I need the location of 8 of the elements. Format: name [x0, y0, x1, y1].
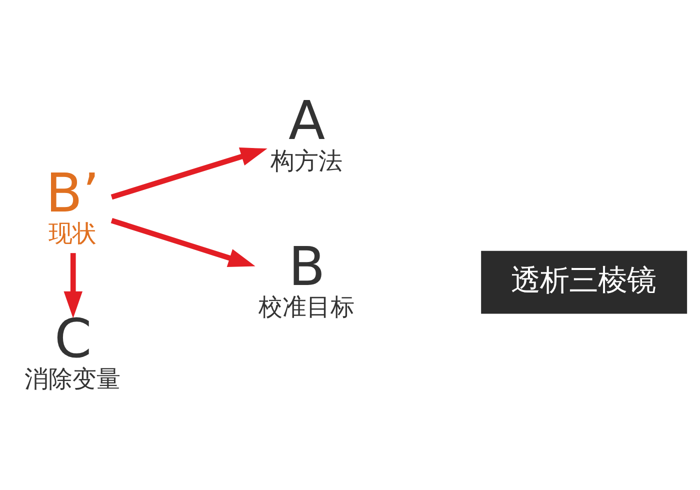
- node-text: A 构方法: [270, 88, 342, 175]
- arrow: [110, 147, 268, 200]
- arrow: [110, 218, 256, 267]
- node-box: 透析三棱镜: [481, 250, 688, 314]
- node-text: B’ 现状: [46, 160, 100, 247]
- node-text: B 校准目标: [258, 234, 354, 320]
- arrow: [64, 252, 83, 318]
- node-text: C 消除变量: [24, 306, 120, 393]
